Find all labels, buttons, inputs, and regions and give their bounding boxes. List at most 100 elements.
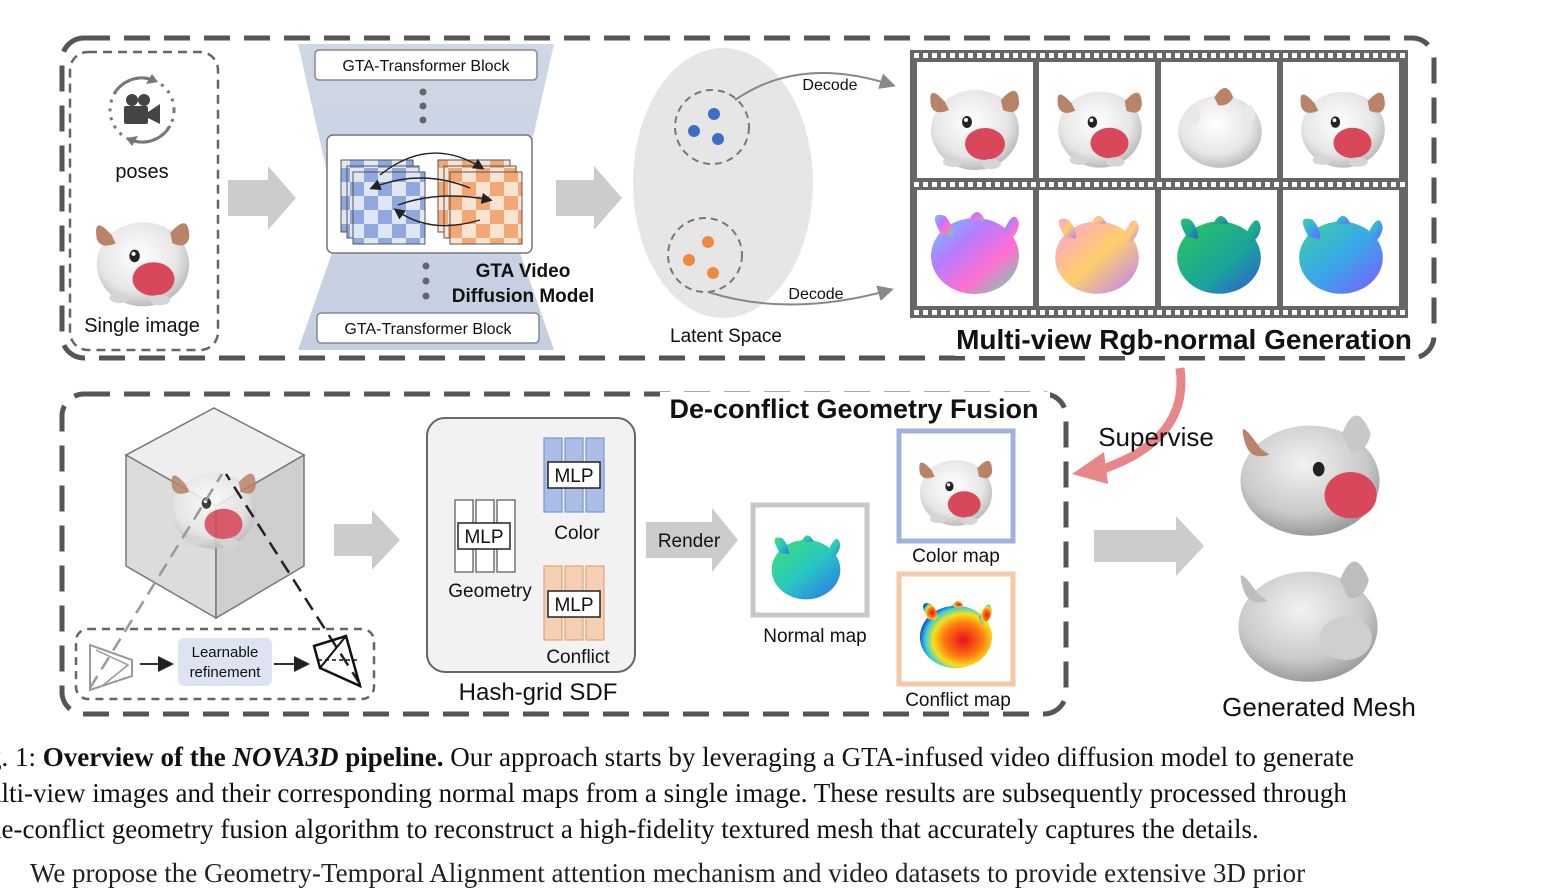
- film-perforation: [1391, 182, 1396, 187]
- film-perforation: [1382, 182, 1387, 187]
- poses-label: poses: [115, 161, 168, 183]
- camera-frustum-refined-icon: [312, 634, 362, 689]
- attention-arrow: [393, 208, 481, 227]
- film-perforation: [959, 182, 964, 187]
- film-perforation: [1274, 53, 1279, 58]
- film-perforation: [1364, 182, 1369, 187]
- film-perforation: [950, 310, 955, 315]
- ellipsis-dot: [422, 277, 430, 285]
- film-perforation: [1193, 310, 1198, 315]
- film-perforation: [1139, 53, 1144, 58]
- film-perforation: [1157, 310, 1162, 315]
- decode-arrow-bottom: [707, 285, 894, 306]
- film-perforation: [1130, 53, 1135, 58]
- film-perforation: [1049, 53, 1054, 58]
- film-perforation: [1103, 53, 1108, 58]
- film-perforation: [1094, 182, 1099, 187]
- film-perforation: [1364, 53, 1369, 58]
- rgb-view-2: [1057, 91, 1142, 168]
- conflict-map-label: Conflict map: [905, 690, 1011, 711]
- film-perforation: [1085, 310, 1090, 315]
- film-perforation: [1076, 310, 1081, 315]
- transformer-block-bottom: [316, 312, 540, 344]
- latent-space-ellipse: [633, 48, 813, 318]
- film-perforation: [968, 182, 973, 187]
- film-perforation: [1094, 53, 1099, 58]
- film-perforation: [1040, 53, 1045, 58]
- ellipsis-dot: [419, 102, 427, 110]
- input-plush-image: [96, 222, 190, 307]
- output-title-bg: [955, 322, 1415, 356]
- film-perforation: [959, 53, 964, 58]
- film-perforation: [1112, 53, 1117, 58]
- film-perforation: [1004, 182, 1009, 187]
- film-perforation: [1193, 53, 1198, 58]
- film-perforation: [1265, 182, 1270, 187]
- film-perforation: [1148, 182, 1153, 187]
- film-perforation: [1292, 182, 1297, 187]
- film-perforation: [1346, 182, 1351, 187]
- film-perforation: [914, 310, 919, 315]
- film-perforation: [1229, 182, 1234, 187]
- blue-attention-grid: [340, 159, 426, 245]
- film-perforation: [1337, 53, 1342, 58]
- film-perforation: [923, 53, 928, 58]
- film-perforation: [1184, 53, 1189, 58]
- rgb-view-1: [930, 90, 1019, 170]
- color-mlp: [543, 437, 605, 513]
- latent-cluster-orange: [667, 217, 743, 293]
- film-perforation: [1076, 53, 1081, 58]
- film-perforation: [1355, 310, 1360, 315]
- render-arrow: [646, 508, 738, 572]
- film-perforation: [1283, 182, 1288, 187]
- film-perforation: [1310, 310, 1315, 315]
- film-perforation: [1319, 310, 1324, 315]
- film-perforation: [1355, 182, 1360, 187]
- film-perforation: [1391, 310, 1396, 315]
- film-perforation: [914, 182, 919, 187]
- film-perforation: [1310, 53, 1315, 58]
- color-map-image: [919, 460, 993, 526]
- arrow-model-to-latent: [556, 166, 622, 230]
- film-perforation: [950, 53, 955, 58]
- attention-arrow: [397, 192, 493, 206]
- single-image-label: Single image: [84, 315, 200, 337]
- ellipsis-dot: [419, 116, 427, 124]
- orange-dot: [702, 236, 714, 248]
- film-perforation: [1166, 310, 1171, 315]
- generated-mesh-geometry: [1238, 561, 1378, 682]
- film-perforation: [1301, 53, 1306, 58]
- refinement-line1: Learnable: [192, 644, 259, 661]
- film-perforation: [1004, 53, 1009, 58]
- film-perforation: [1040, 182, 1045, 187]
- body-text-line: We propose the Geometry-Temporal Alignme…: [30, 858, 1306, 888]
- film-perforation: [941, 182, 946, 187]
- film-perforation: [1346, 310, 1351, 315]
- film-perforation: [923, 182, 928, 187]
- film-perforation: [1139, 310, 1144, 315]
- film-perforation: [1229, 53, 1234, 58]
- film-perforation: [986, 53, 991, 58]
- film-perforation: [1292, 310, 1297, 315]
- supervise-label: Supervise: [1098, 422, 1214, 452]
- film-perforation: [1328, 182, 1333, 187]
- refinement-line2: refinement: [190, 664, 262, 681]
- film-perforation: [1067, 310, 1072, 315]
- film-perforation: [1337, 182, 1342, 187]
- film-perforation: [1112, 182, 1117, 187]
- scene-cube: [124, 407, 306, 620]
- decode-arrow-top: [734, 72, 896, 101]
- film-perforation: [1247, 182, 1252, 187]
- film-perforation: [950, 182, 955, 187]
- film-perforation: [1112, 310, 1117, 315]
- film-perforation: [1220, 182, 1225, 187]
- film-perforation: [1058, 53, 1063, 58]
- film-perforation: [1346, 53, 1351, 58]
- film-perforation: [914, 53, 919, 58]
- learnable-refinement-box: [178, 638, 272, 686]
- film-perforation: [1265, 310, 1270, 315]
- film-perforation: [1256, 182, 1261, 187]
- hash-grid-sdf-caption: Hash-grid SDF: [459, 679, 618, 706]
- attention-arrow: [379, 152, 485, 176]
- film-perforation: [1121, 53, 1126, 58]
